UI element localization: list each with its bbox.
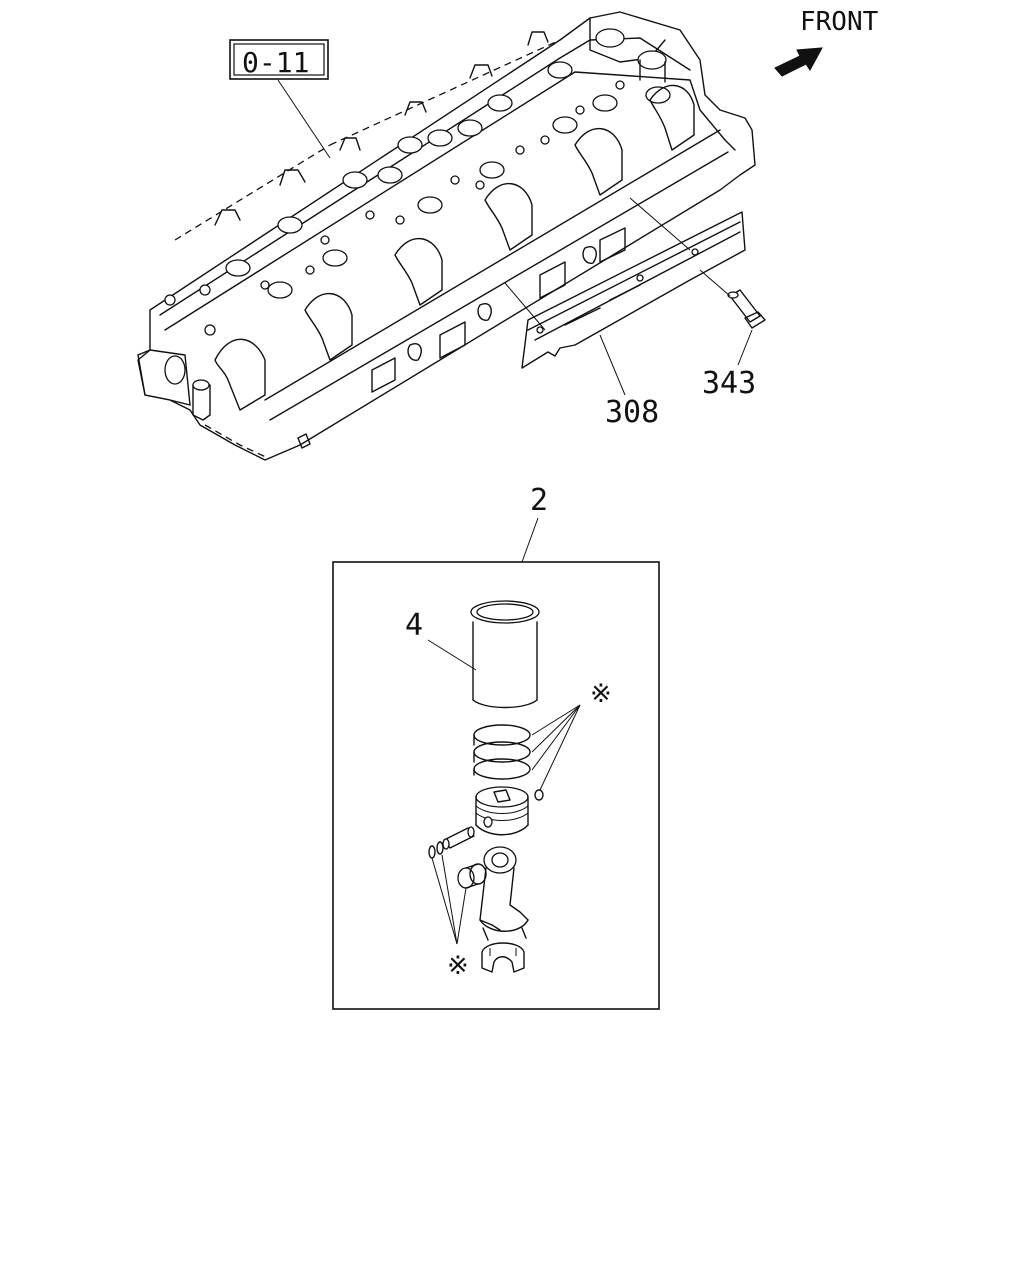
piston-pin-drawing: [442, 826, 475, 850]
piston-kit-frame: [332, 561, 660, 1010]
connecting-rod-drawing: [479, 846, 529, 941]
oil-pan-gasket-drawing: [504, 197, 746, 369]
marker-bottom: ※: [447, 951, 469, 981]
ring-clip-top: [534, 789, 544, 801]
deck-holes: [164, 61, 671, 336]
snap-ring-right: [436, 841, 444, 855]
marker-bottom-leaders: [431, 854, 467, 945]
callout-2: 2: [530, 483, 548, 518]
marker-top: ※: [590, 679, 612, 709]
side-windows: [371, 227, 626, 393]
snap-ring-left: [428, 845, 436, 859]
reference-leader-line: [277, 79, 331, 159]
bushing-drawing: [457, 863, 487, 889]
callout-343: 343: [702, 366, 756, 401]
bearing-cap-drawing: [481, 942, 525, 973]
marker-top-leaders: [531, 704, 581, 791]
callout-2-leader: [521, 517, 539, 563]
cylinder-block-drawing: [137, 11, 756, 461]
callout-343-leader: [737, 329, 753, 366]
reference-box-label: 0-11: [242, 46, 309, 79]
piston-rings-drawing: [473, 724, 531, 780]
front-arrow-icon: [774, 47, 823, 77]
bolt-bosses: [214, 31, 549, 226]
piston-drawing: [475, 786, 529, 836]
callout-308: 308: [605, 395, 659, 430]
callout-4: 4: [405, 608, 423, 643]
bolt-drawing: [699, 269, 766, 329]
callout-308-leader: [599, 334, 626, 396]
main-bearing-webs: [214, 84, 695, 411]
front-label: FRONT: [800, 7, 879, 37]
callout-4-leader: [427, 639, 477, 671]
reference-box: 0-11: [229, 39, 329, 80]
cylinder-liner-drawing: [470, 600, 540, 709]
